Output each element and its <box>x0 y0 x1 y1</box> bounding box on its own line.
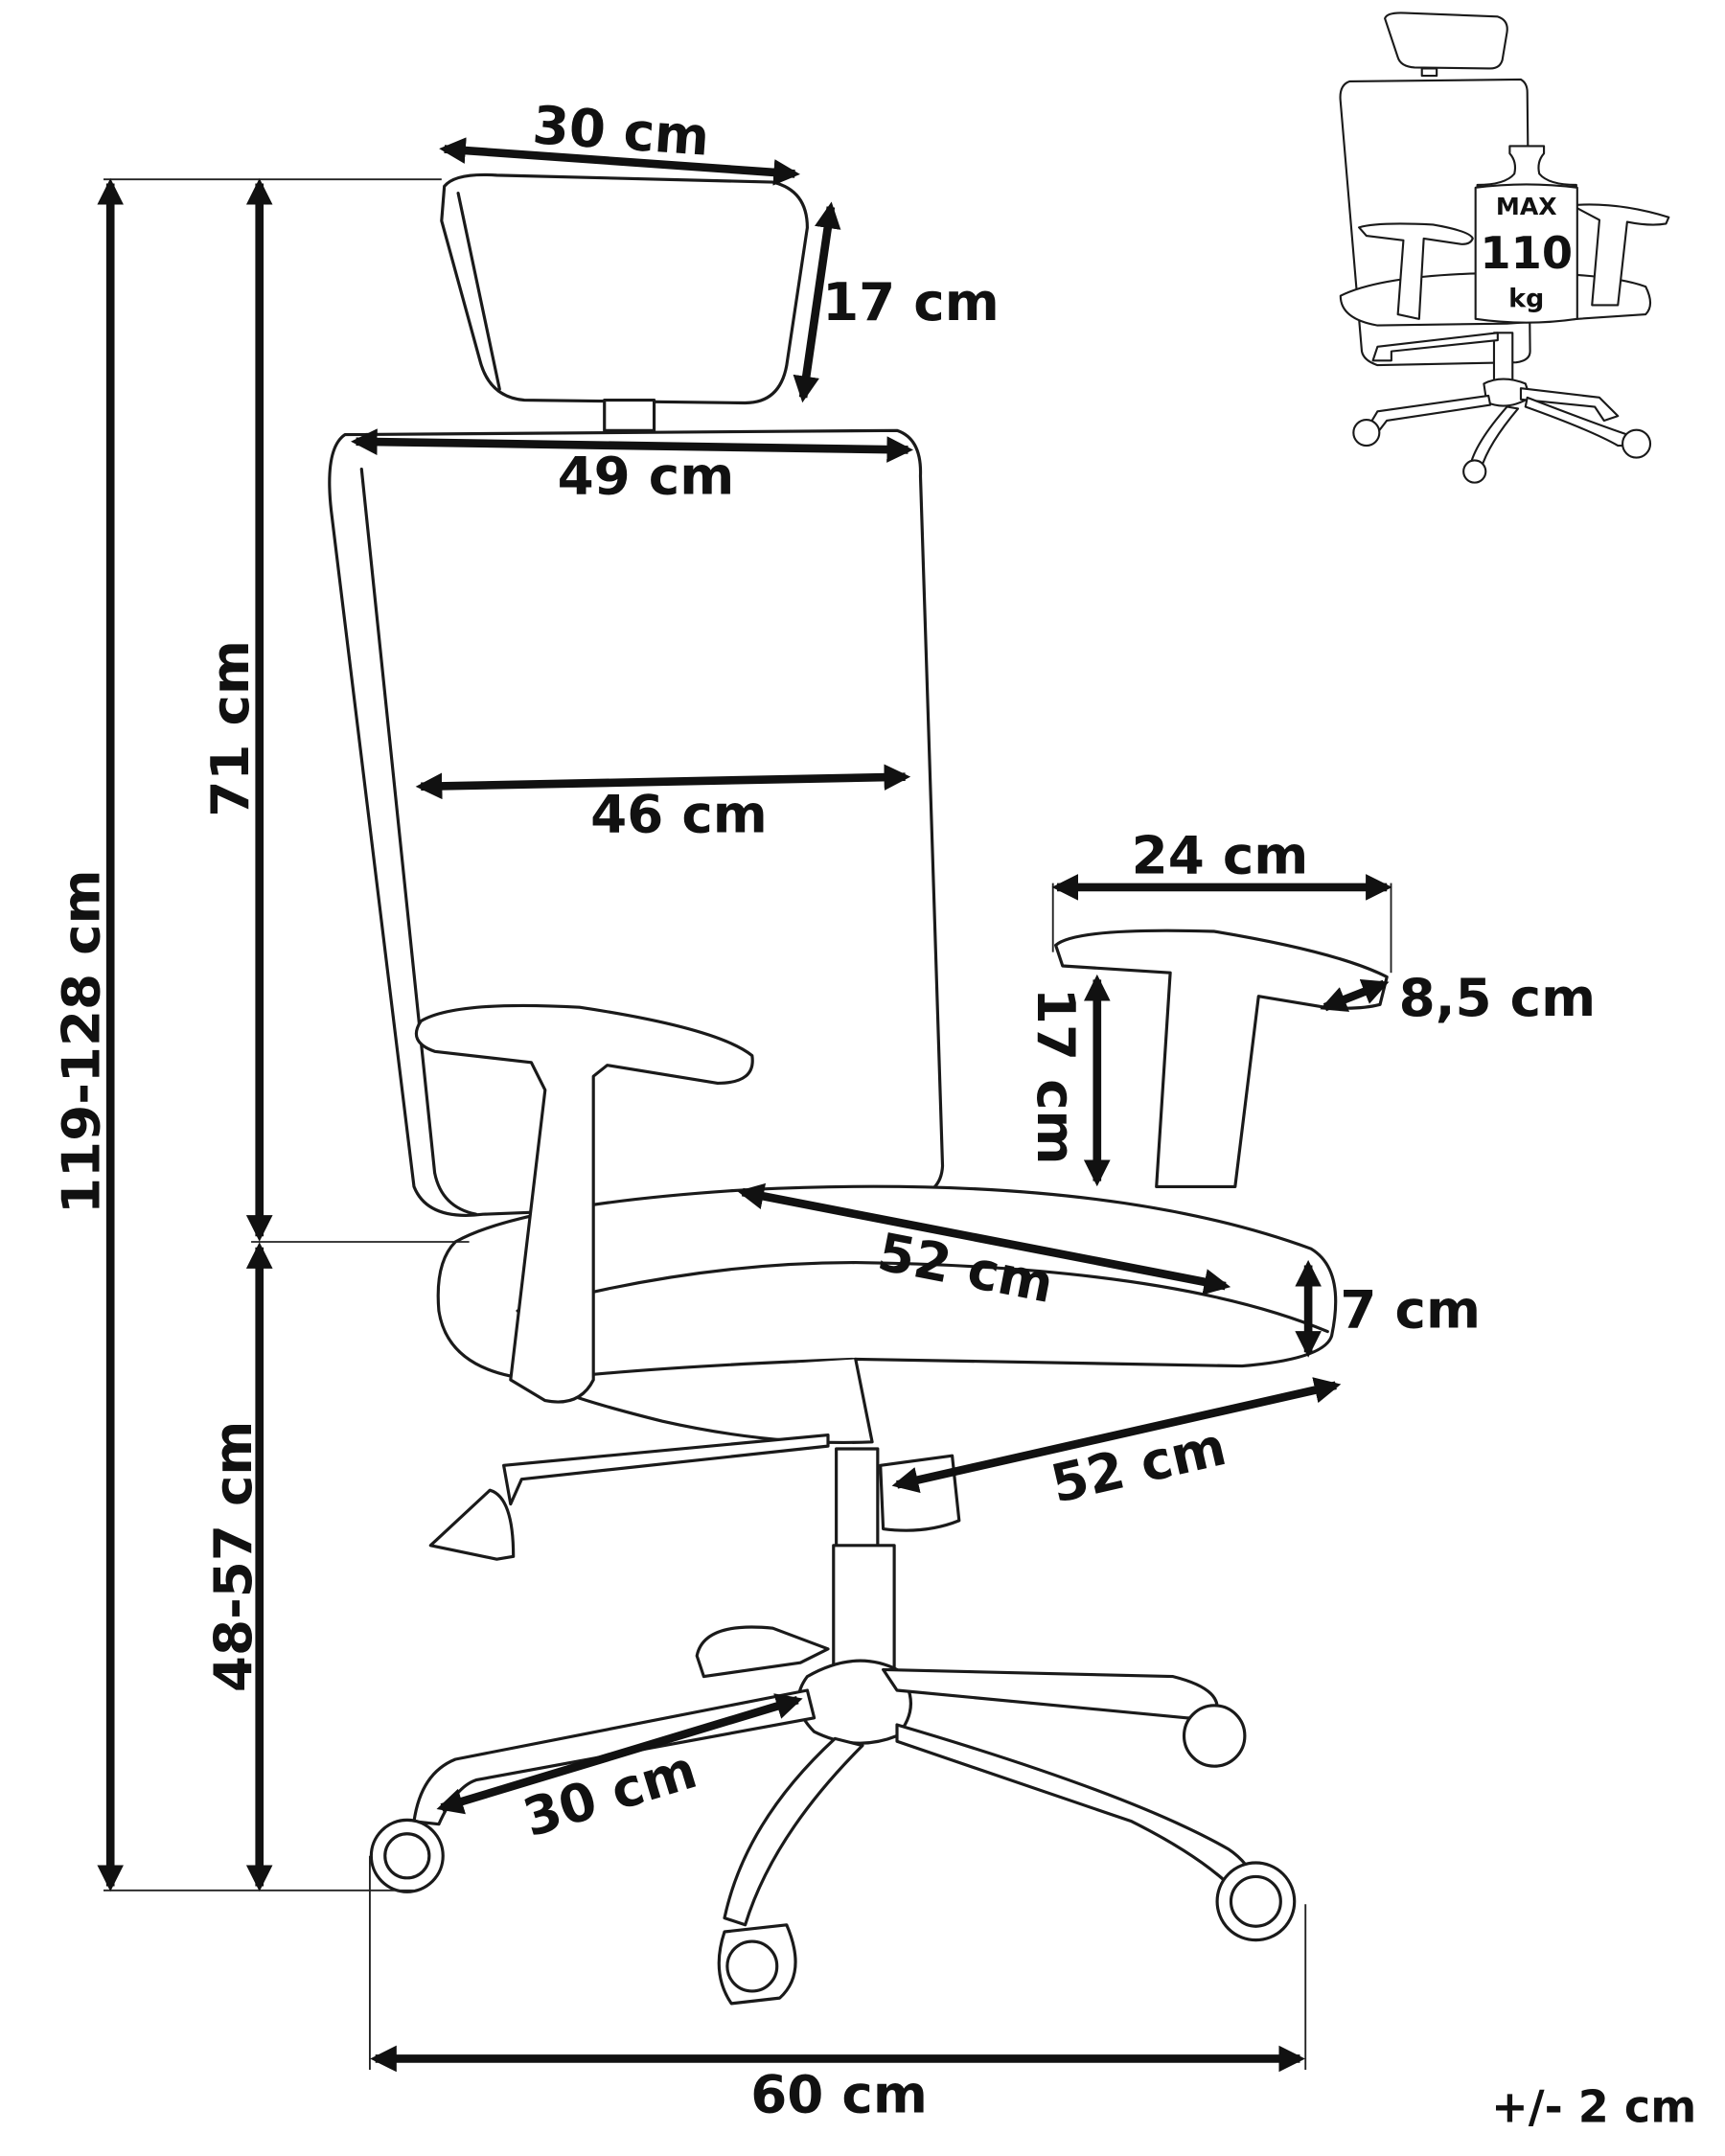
backrest-top-width-label: 49 cm <box>558 446 735 507</box>
armrest-height-label: 17 cm <box>1025 988 1087 1165</box>
tolerance-label: +/- 2 cm <box>1491 2081 1696 2133</box>
headrest-width-label: 30 cm <box>531 94 712 168</box>
armrest-width-label: 8,5 cm <box>1399 967 1596 1028</box>
base-width-label: 60 cm <box>750 2064 928 2125</box>
seat-thickness-label: 7 cm <box>1340 1278 1481 1340</box>
max-load-thumbnail: MAX 110 kg <box>1339 11 1670 484</box>
dimension-arrows <box>97 137 1392 2073</box>
max-load-label: MAX <box>1496 193 1557 220</box>
armrest-length-label: 24 cm <box>1132 825 1309 886</box>
headrest-height-label: 17 cm <box>822 271 1000 333</box>
max-load-value: 110 <box>1480 227 1573 279</box>
seat-height-label: 48-57 cm <box>202 1421 264 1693</box>
backrest-height-label: 71 cm <box>199 640 261 817</box>
max-load-unit: kg <box>1508 284 1544 313</box>
backrest-width-label: 46 cm <box>590 783 768 844</box>
total-height-label: 119-128 cm <box>51 869 112 1214</box>
